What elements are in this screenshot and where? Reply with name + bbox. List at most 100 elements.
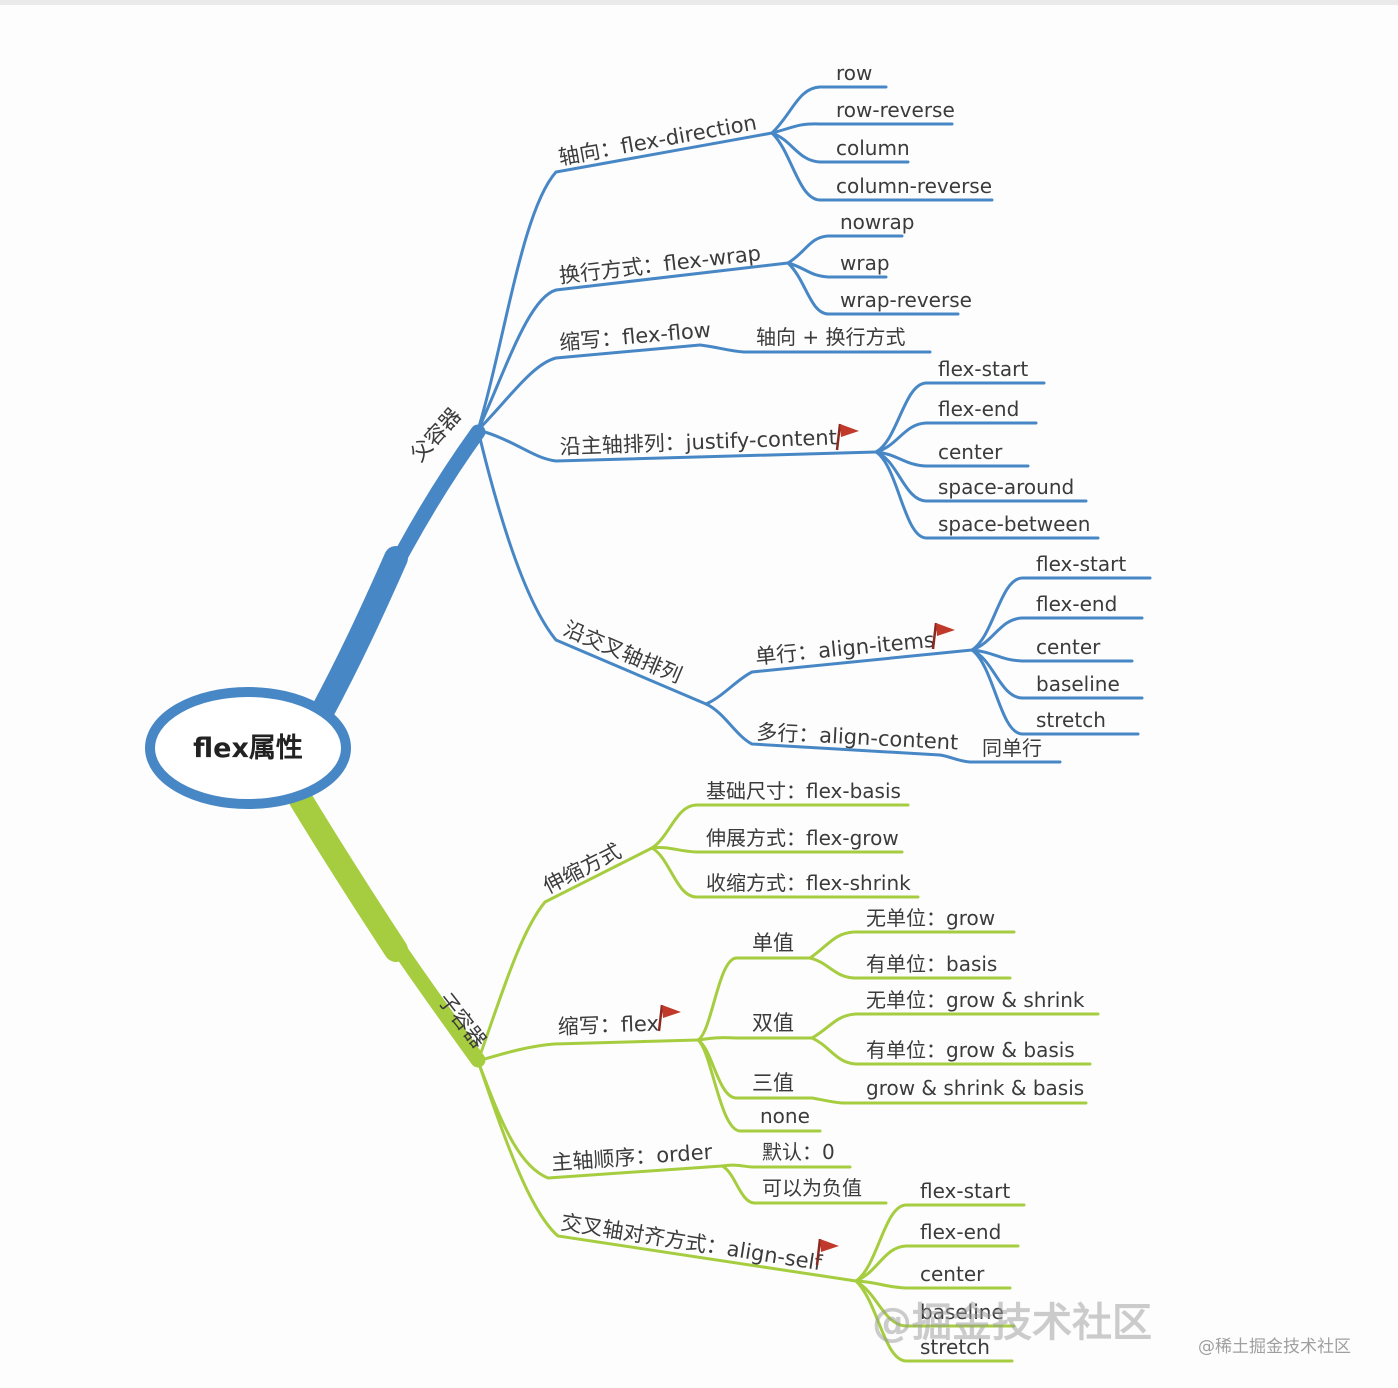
leaf-items-flex-end: flex-end — [1036, 592, 1117, 616]
leaf-items-stretch: stretch — [1036, 708, 1106, 732]
note-align-content: 同单行 — [982, 736, 1042, 760]
flag-icon — [657, 1004, 681, 1032]
leaf-items-flex-start: flex-start — [1036, 552, 1126, 576]
edge-justify-flex-end — [874, 421, 1038, 454]
leaf-self-stretch: stretch — [920, 1335, 990, 1359]
edge-order-default — [720, 1163, 852, 1169]
edge-parent-direction — [476, 131, 774, 432]
node-flex-shorthand: 缩写：flex — [557, 1011, 659, 1039]
edge-self-flex-start — [854, 1203, 1026, 1283]
edge-root-child-taper — [286, 783, 408, 962]
edge-single-basis — [808, 956, 1012, 980]
leaf-single-grow: 无单位：grow — [866, 906, 995, 930]
flag-icon — [815, 1238, 839, 1266]
node-single-value: 单值 — [752, 931, 794, 955]
edge-parent-wrap — [476, 261, 790, 432]
edge-wrap-nowrap — [786, 234, 904, 265]
edge-items-flex-start — [970, 576, 1152, 652]
watermark-small: @稀土掘金技术社区 — [1198, 1337, 1351, 1357]
edge-justify-flex-start — [874, 381, 1046, 454]
leaf-double-grow-basis: 有单位：grow & basis — [866, 1038, 1075, 1062]
leaf-wrap-wrap-reverse: wrap-reverse — [840, 288, 972, 312]
node-flex-wrap: 换行方式：flex-wrap — [558, 241, 762, 288]
edge-justify-space-around — [874, 450, 1088, 503]
leaf-self-flex-end: flex-end — [920, 1220, 1001, 1244]
leaf-direction-row: row — [836, 61, 872, 85]
edge-triple-note — [810, 1096, 1088, 1105]
flag-icon — [835, 423, 859, 451]
edge-flex-single — [696, 956, 812, 1042]
leaf-justify-flex-end: flex-end — [938, 397, 1019, 421]
edge-child-self — [476, 1059, 858, 1283]
edge-double-grow-basis — [810, 1036, 1092, 1066]
root-node — [145, 687, 351, 809]
image-edge — [0, 0, 1398, 5]
leaf-single-basis: 有单位：basis — [866, 952, 997, 976]
leaf-justify-space-between: space-between — [938, 512, 1090, 536]
edge-order-negative — [720, 1164, 888, 1205]
leaf-double-grow-shrink: 无单位：grow & shrink — [866, 988, 1085, 1012]
edge-parent-cross — [476, 428, 708, 706]
leaf-direction-column: column — [836, 136, 910, 160]
leaf-justify-space-around: space-around — [938, 475, 1074, 499]
edge-cross-items — [704, 648, 974, 706]
edge-self-flex-end — [854, 1244, 1020, 1283]
edge-child-stretch — [476, 846, 654, 1063]
leaf-flex-basis: 基础尺寸：flex-basis — [706, 779, 901, 803]
watermark-large: @掘金技术社区 — [872, 1300, 1152, 1346]
edge-wrap-wrap-reverse — [786, 261, 960, 316]
edge-content-note — [938, 753, 1062, 764]
leaf-self-baseline: baseline — [920, 1300, 1004, 1324]
edge-single-grow — [808, 930, 1016, 960]
leaf-wrap-nowrap: nowrap — [840, 210, 914, 234]
edge-self-center — [854, 1279, 1012, 1290]
edge-stretch-basis — [650, 803, 910, 850]
edge-parent-justify — [476, 428, 878, 463]
edge-cross-content — [704, 702, 942, 757]
edge-flex-none — [696, 1038, 822, 1133]
leaf-items-baseline: baseline — [1036, 672, 1120, 696]
node-triple-value: 三值 — [752, 1071, 794, 1095]
edge-self-baseline — [854, 1279, 1016, 1328]
edge-direction-column — [770, 131, 910, 164]
note-triple-value: grow & shrink & basis — [866, 1076, 1084, 1100]
leaf-self-flex-start: flex-start — [920, 1179, 1010, 1203]
leaf-order-default: 默认：0 — [762, 1140, 835, 1164]
root-label: flex属性 — [193, 733, 303, 764]
edge-parent-flow — [476, 343, 702, 432]
edge-direction-row — [770, 85, 888, 135]
edge-justify-center — [874, 450, 1030, 468]
leaf-order-negative: 可以为负值 — [762, 1176, 862, 1200]
edge-stretch-grow — [650, 846, 904, 854]
leaf-justify-center: center — [938, 440, 1003, 464]
edge-items-baseline — [970, 648, 1144, 700]
edge-direction-column-reverse — [770, 131, 994, 202]
edge-items-flex-end — [970, 616, 1144, 652]
edge-direction-row-reverse — [770, 122, 954, 135]
leaf-flex-none: none — [760, 1104, 810, 1128]
node-cross-axis: 沿交叉轴排列 — [560, 617, 685, 688]
edge-justify-space-between — [874, 450, 1100, 540]
leaf-items-center: center — [1036, 635, 1101, 659]
leaf-justify-flex-start: flex-start — [938, 357, 1028, 381]
edge-items-stretch — [970, 648, 1140, 736]
leaf-flex-grow: 伸展方式：flex-grow — [706, 826, 899, 850]
flag-icon — [931, 622, 955, 650]
node-double-value: 双值 — [752, 1011, 794, 1035]
edge-items-center — [970, 648, 1134, 663]
edge-self-stretch — [854, 1279, 1014, 1363]
leaf-flex-shrink: 收缩方式：flex-shrink — [706, 871, 911, 895]
edge-flex-double — [696, 1036, 814, 1042]
edge-child-flex — [476, 1038, 700, 1063]
edge-double-grow-shrink — [810, 1012, 1100, 1040]
edge-wrap-wrap — [786, 261, 888, 279]
leaf-wrap-wrap: wrap — [840, 251, 890, 275]
note-flex-flow: 轴向 + 换行方式 — [756, 325, 905, 349]
leaf-direction-column-reverse: column-reverse — [836, 174, 992, 198]
edge-flow-note — [698, 343, 932, 354]
leaf-self-center: center — [920, 1262, 985, 1286]
leaf-direction-row-reverse: row-reverse — [836, 98, 955, 122]
edge-root-parent-taper — [310, 546, 408, 724]
